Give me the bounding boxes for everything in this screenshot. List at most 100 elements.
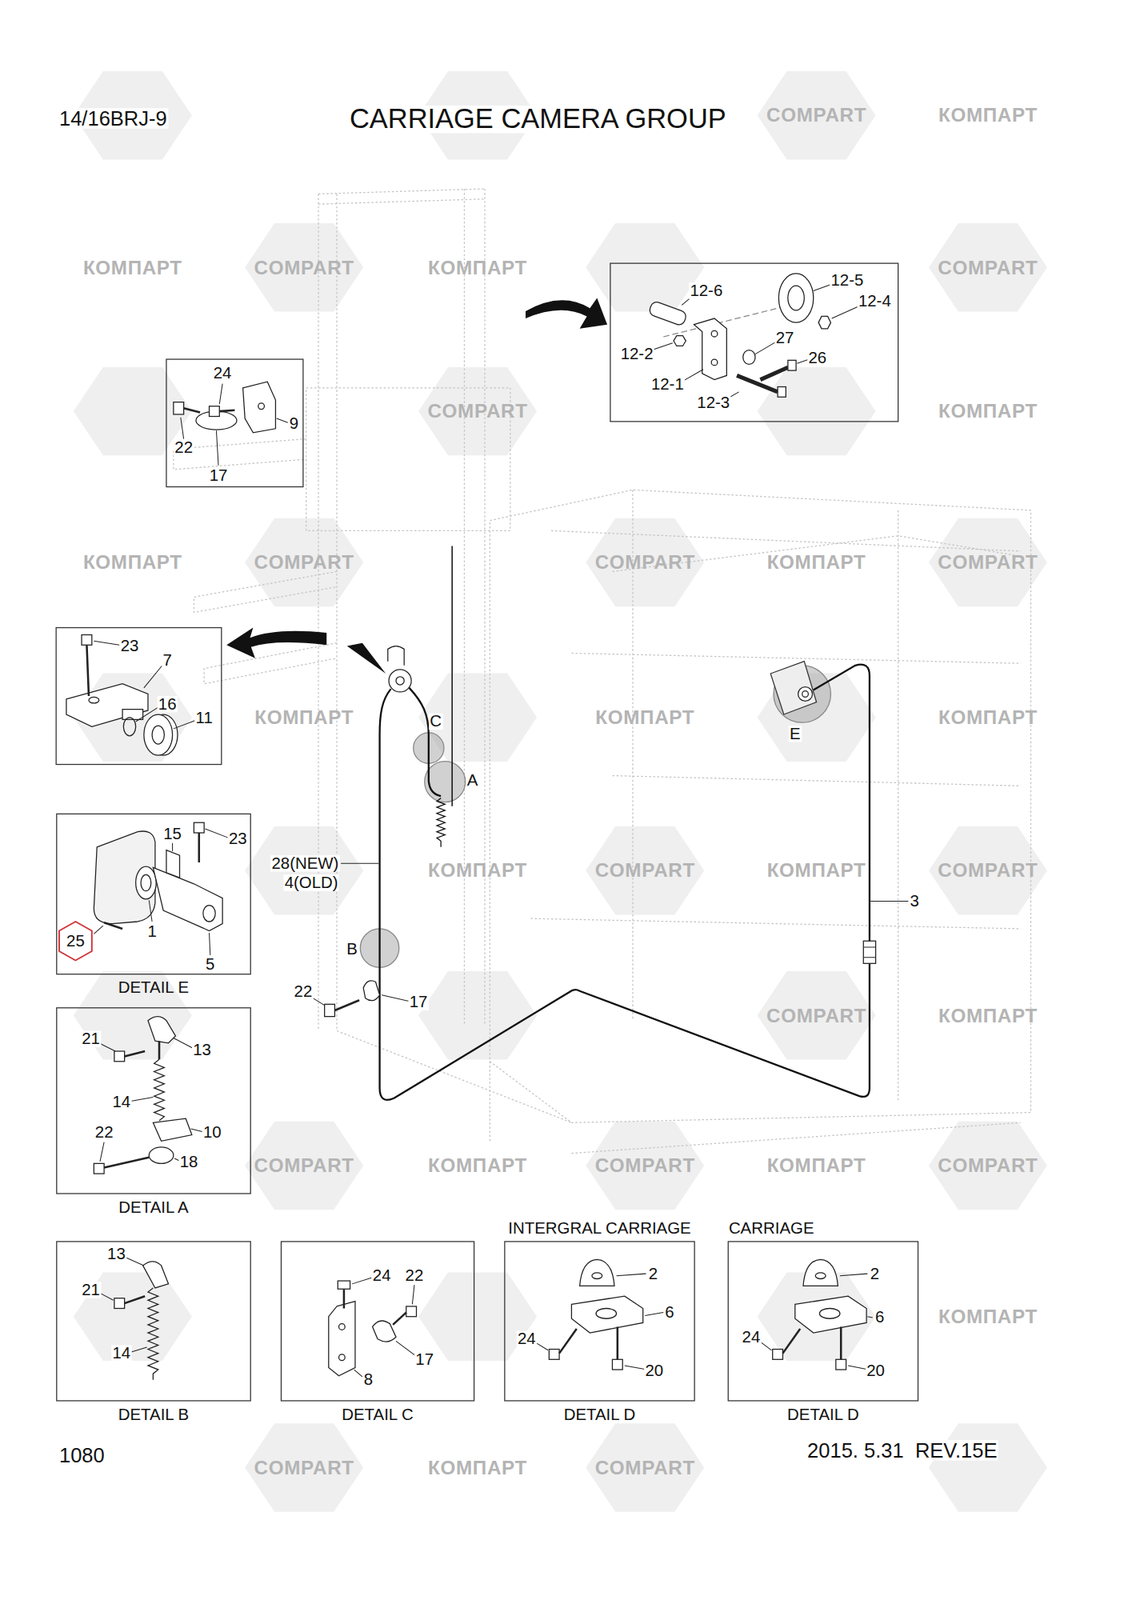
pulley-assembly [778,273,813,323]
watermark: COMPART [252,1156,356,1176]
detail-box: DETAIL C [280,1240,475,1401]
watermark-hexagon [928,1423,1048,1512]
callout-number: 12-2 [619,345,654,362]
camera-cable [436,798,445,848]
camera-detail [203,905,216,922]
highlight-circle [424,761,466,803]
leader-line [311,863,908,1005]
roller-assembly [66,684,148,728]
spring-detail [114,1051,125,1062]
camera-cable [388,646,404,666]
watermark-hexagon [244,1423,364,1512]
camera-cable [396,676,404,685]
spring-detail [148,1016,176,1044]
pulley-assembly [760,367,788,380]
watermark-hexagon [73,971,192,1060]
callout-number: 24 [516,1331,537,1348]
callout-number: 22 [292,984,313,1000]
forklift-ghost [336,1030,1021,1153]
spring-detail [124,1040,160,1060]
watermark-hexagon [585,1121,704,1210]
inset-frame [56,263,898,764]
callout-number: 5 [204,956,216,972]
watermark: COMPART [936,1156,1040,1176]
watermark-hexagon [757,367,876,456]
watermark: КОМПАРТ [765,860,867,880]
mount-detail [534,1259,872,1370]
spring-detail [148,1288,159,1380]
camera-detail [197,832,200,863]
callout-number: 24 [212,365,232,382]
callout-number: 13 [106,1246,127,1263]
callout-number: 8 [363,1372,375,1388]
clamp-assembly [258,403,265,410]
camera-cable [863,947,876,958]
roller-assembly [88,696,100,704]
view-arrow [347,643,386,674]
spring-detail [154,1059,165,1121]
detail-caption: DETAIL B [118,1406,189,1423]
watermark: КОМПАРТ [427,860,528,880]
watermark-hexagon [928,518,1048,607]
bracket-detail [328,1301,356,1376]
watermark-hexagon [757,71,876,160]
callout-number: 2 [648,1265,660,1282]
detail-marker: E [788,725,802,742]
revision-date: 2015. 5.31 REV.15E [806,1440,999,1461]
mount-detail [772,1259,867,1370]
spring-detail [143,1261,169,1288]
camera-cable [334,1000,360,1011]
bracket-detail [339,1354,346,1361]
page-title: CARRIAGE CAMERA GROUP [348,105,728,133]
callout-number: 2 [868,1265,880,1282]
watermark: КОМПАРТ [427,1156,528,1176]
roller-assembly [93,640,195,729]
callout-number: 25 [66,932,85,949]
callout-number: 1 [146,924,158,940]
spring-detail [99,1037,204,1161]
camera-cable [451,546,453,807]
pulley-assembly [788,285,804,311]
callout-number: 17 [208,467,228,484]
watermark: COMPART [252,552,356,572]
callout-number: 16 [157,696,178,712]
view-arrow [226,298,608,674]
detail-caption: DETAIL D [564,1406,636,1423]
callout-number: 7 [161,652,173,668]
watermark: COMPART [252,1457,356,1477]
camera-cable [363,980,380,1001]
clamp-assembly [243,381,276,433]
view-arrow [525,298,608,329]
watermark: КОМПАРТ [937,1005,1039,1025]
pulley-assembly [648,300,688,326]
callout-number: 17 [408,994,428,1011]
watermark: COMPART [936,860,1040,880]
inset-frame [56,628,222,765]
pulley-assembly [711,330,718,337]
spring-detail [104,1157,149,1168]
camera-cable [380,664,870,1100]
roller-assembly [123,717,136,736]
pulley-assembly [673,336,686,347]
highlight-circle [360,665,831,968]
hexagon-outline [59,921,92,960]
watermark-hexagon [244,223,364,312]
detail-heading: CARRIAGE [728,1220,815,1237]
watermark-hexagon [757,971,876,1060]
pulley-assembly [788,360,796,371]
watermark: КОМПАРТ [253,708,355,728]
callout-number: 24 [740,1328,761,1345]
watermark: COMPART [252,257,356,277]
watermark: КОМПАРТ [765,552,867,572]
watermark: COMPART [765,105,868,125]
callout-number: 22 [173,440,194,456]
camera-cable [863,940,876,964]
leader-line [311,863,908,1005]
bracket-detail [328,1277,417,1377]
watermark: COMPART [593,1457,696,1477]
clamp-assembly [219,410,235,412]
spring-detail [148,1147,174,1164]
bracket-detail [392,1312,407,1325]
clamp-assembly [184,408,200,412]
callout-number: 20 [644,1362,664,1379]
